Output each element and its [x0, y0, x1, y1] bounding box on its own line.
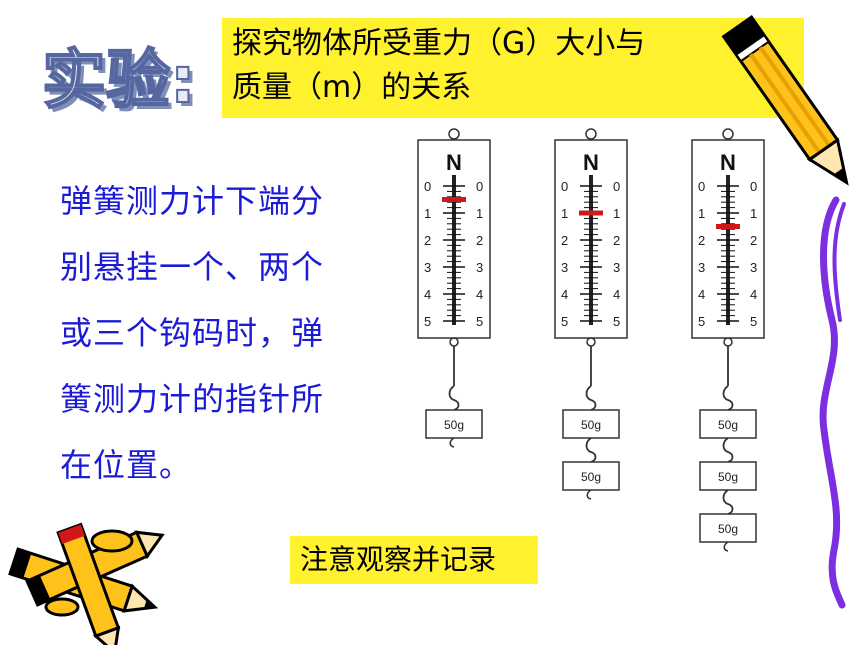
scale-pointer: [579, 210, 603, 216]
scale-pointer: [716, 224, 740, 229]
mass-label: 50g: [581, 470, 601, 484]
pencils-cluster-icon: [8, 522, 165, 645]
scale-tick-label-left: 2: [561, 233, 568, 248]
scale-tick-label-left: 5: [698, 314, 705, 329]
spring-scale: N0 0 1 1 2 2 3 3 4 4 5 5 50g 50g 50g: [691, 128, 765, 552]
scale-tick-label-right: 5: [476, 314, 483, 329]
scale-unit: N: [446, 150, 462, 175]
scale-tick-label-right: 4: [750, 287, 757, 302]
scale-rod: [589, 175, 593, 325]
mass-label: 50g: [718, 418, 738, 432]
scale-tick-label-right: 0: [750, 179, 757, 194]
scale-unit: N: [720, 150, 736, 175]
description-line: 弹簧测力计下端分: [60, 182, 325, 220]
scale-tick-label-right: 4: [613, 287, 620, 302]
scale-ring: [448, 128, 460, 140]
mass-hook: [722, 385, 734, 411]
scale-tick-label-right: 0: [476, 179, 483, 194]
experiment-label-shadow: 实验:: [46, 48, 200, 122]
title-line-2: 质量（m）的关系: [232, 70, 472, 105]
scale-tick-label-left: 3: [698, 260, 705, 275]
scale-tick-label-left: 5: [424, 314, 431, 329]
description: 弹簧测力计下端分 别悬挂一个、两个 或三个钩码时，弹 簧测力计的指针所 在位置。: [60, 168, 380, 498]
scale-tick-label-left: 4: [424, 287, 431, 302]
scale-tick-label-left: 1: [424, 206, 431, 221]
scale-tick-label-right: 0: [613, 179, 620, 194]
mass-block: [699, 409, 757, 439]
scale-tick-label-right: 5: [613, 314, 620, 329]
scale-tick-label-left: 3: [424, 260, 431, 275]
scale-tick-label-left: 0: [561, 179, 568, 194]
mass-bottom-hook: [723, 541, 729, 552]
scale-tick-label-left: 4: [698, 287, 705, 302]
scale-tick-label-left: 0: [698, 179, 705, 194]
scale-tick-label-right: 1: [476, 206, 483, 221]
note-text: 注意观察并记录: [300, 543, 497, 576]
scale-ring: [722, 128, 734, 140]
mass-block: [562, 409, 620, 439]
scale-tick-label-right: 5: [750, 314, 757, 329]
spring-scale: N0 0 1 1 2 2 3 3 4 4 5 5 50g 50g: [554, 128, 628, 500]
scale-tick-label-left: 4: [561, 287, 568, 302]
description-line: 或三个钩码时，弹: [60, 314, 325, 352]
title-box: 探究物体所受重力（G）大小与 质量（m）的关系: [222, 18, 804, 118]
scale-tick-label-left: 0: [424, 179, 431, 194]
scale-tick-label-right: 2: [750, 233, 757, 248]
scale-unit: N: [583, 150, 599, 175]
scale-tick-label-left: 2: [424, 233, 431, 248]
scale-rod: [452, 175, 456, 325]
scale-tick-label-right: 4: [476, 287, 483, 302]
mass-label: 50g: [718, 470, 738, 484]
scale-tick-label-left: 5: [561, 314, 568, 329]
description-line: 在位置。: [60, 446, 193, 484]
mass-block: [562, 461, 620, 491]
mass-label: 50g: [718, 522, 738, 536]
scale-tick-label-right: 2: [476, 233, 483, 248]
description-line: 簧测力计的指针所: [60, 380, 325, 418]
description-line: 别悬挂一个、两个: [60, 248, 325, 286]
experiment-label-text: 实验:: [42, 44, 196, 118]
mass-hook: [585, 437, 597, 463]
decorative-swirl: [819, 196, 846, 609]
mass-label: 50g: [581, 418, 601, 432]
scale-tick-label-right: 3: [613, 260, 620, 275]
scale-pointer: [442, 197, 466, 202]
mass-hook: [722, 437, 734, 463]
mass-bottom-hook: [449, 437, 455, 448]
mass-hook: [448, 385, 460, 411]
scale-rod: [726, 175, 730, 325]
scale-tick-label-left: 3: [561, 260, 568, 275]
scale-tick-label-right: 3: [750, 260, 757, 275]
spring-scale: N0 0 1 1 2 2 3 3 4 4 5 5 50g: [417, 128, 491, 448]
scale-bottom-ring: [449, 337, 459, 347]
scale-tick-label-right: 3: [476, 260, 483, 275]
mass-hook: [585, 385, 597, 411]
scale-tick-label-right: 1: [750, 206, 757, 221]
experiment-label: 实验: 实验:: [41, 43, 200, 122]
scale-tick-label-left: 2: [698, 233, 705, 248]
pencil-icon: [721, 15, 849, 186]
scale-bottom-ring: [586, 337, 596, 347]
mass-bottom-hook: [586, 489, 592, 500]
scale-bottom-ring: [723, 337, 733, 347]
title-line-1: 探究物体所受重力（G）大小与: [232, 26, 646, 61]
scale-ring: [585, 128, 597, 140]
scale-tick-label-left: 1: [698, 206, 705, 221]
mass-hook: [722, 489, 734, 515]
scale-tick-label-left: 1: [561, 206, 568, 221]
scale-tick-label-right: 1: [613, 206, 620, 221]
note-box: 注意观察并记录: [290, 536, 538, 584]
scale-tick-label-right: 2: [613, 233, 620, 248]
mass-label: 50g: [444, 418, 464, 432]
